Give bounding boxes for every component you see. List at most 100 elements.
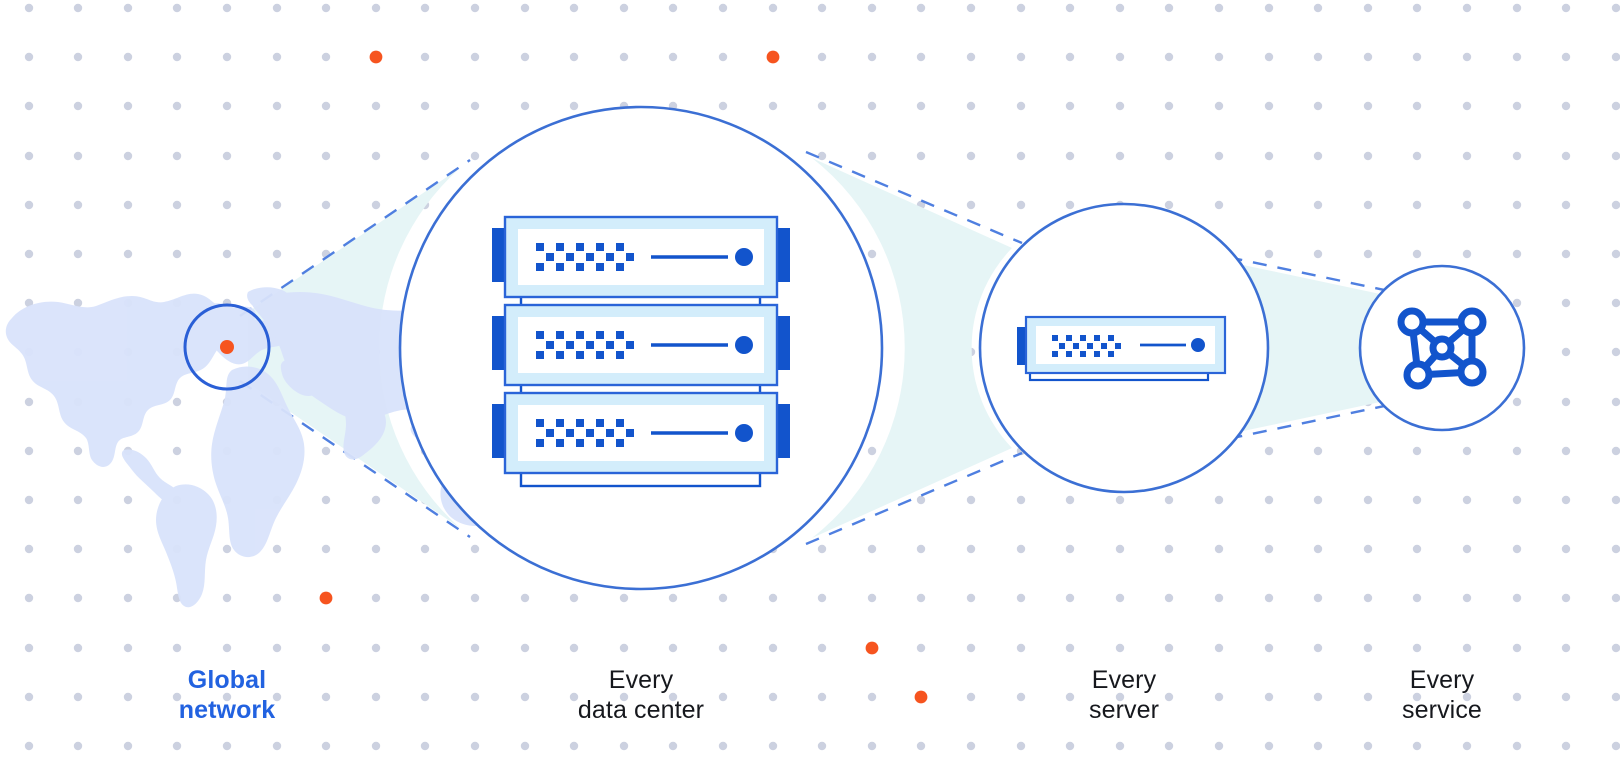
grid-dot — [1264, 52, 1274, 62]
grid-dot — [1412, 741, 1422, 751]
grid-dot — [371, 544, 381, 554]
grid-dot — [867, 544, 877, 554]
grid-dot — [1412, 249, 1422, 259]
grid-dot — [1462, 200, 1472, 210]
grid-dot — [718, 643, 728, 653]
grid-dot — [520, 741, 530, 751]
grid-dot — [1512, 200, 1522, 210]
grid-dot — [321, 446, 331, 456]
grid-dot — [569, 593, 579, 603]
grid-dot — [172, 52, 182, 62]
grid-dot — [1214, 52, 1224, 62]
grid-dot — [222, 101, 232, 111]
grid-dot — [321, 544, 331, 554]
grid-dot — [1016, 200, 1026, 210]
grid-dot — [420, 3, 430, 13]
grid-dot — [172, 249, 182, 259]
grid-dot — [768, 593, 778, 603]
grid-dot — [668, 52, 678, 62]
grid-dot — [1561, 446, 1571, 456]
grid-dot — [371, 593, 381, 603]
grid-dot — [1016, 101, 1026, 111]
grid-dot — [24, 741, 34, 751]
grid-dot — [966, 495, 976, 505]
grid-dot — [1214, 741, 1224, 751]
server-rack-icon — [492, 215, 790, 488]
server-unit-icon — [1017, 315, 1227, 382]
grid-dot — [1065, 52, 1075, 62]
grid-dot — [1462, 692, 1472, 702]
grid-dot — [1462, 101, 1472, 111]
grid-dot — [569, 3, 579, 13]
grid-dot — [470, 643, 480, 653]
grid-dot — [1512, 52, 1522, 62]
grid-dot — [569, 52, 579, 62]
map-location-marker — [220, 340, 234, 354]
grid-dot — [1412, 495, 1422, 505]
grid-dot — [966, 544, 976, 554]
grid-dot — [619, 3, 629, 13]
grid-dot — [1412, 101, 1422, 111]
grid-dot — [1065, 741, 1075, 751]
grid-dot — [1462, 643, 1472, 653]
grid-dot — [371, 692, 381, 702]
label-data-center: Every data center — [577, 666, 705, 724]
grid-dot — [24, 52, 34, 62]
grid-dot — [272, 249, 282, 259]
grid-dot — [1313, 741, 1323, 751]
grid-dot — [1164, 741, 1174, 751]
grid-dot — [1264, 593, 1274, 603]
grid-dot — [1412, 593, 1422, 603]
grid-dot — [619, 52, 629, 62]
network-graph-nodes — [1397, 307, 1487, 390]
grid-dot — [1164, 593, 1174, 603]
grid-dot — [1363, 593, 1373, 603]
grid-dot — [1264, 101, 1274, 111]
grid-dot — [1115, 643, 1125, 653]
grid-dot — [420, 52, 430, 62]
grid-dot — [1561, 249, 1571, 259]
grid-dot — [1611, 692, 1620, 702]
grid-dot — [1363, 249, 1373, 259]
grid-dot — [966, 3, 976, 13]
grid-dot — [1115, 3, 1125, 13]
grid-dot — [1115, 495, 1125, 505]
grid-dot — [172, 151, 182, 161]
grid-dot — [24, 446, 34, 456]
dashed-line-top — [239, 159, 471, 317]
grid-dot — [1512, 249, 1522, 259]
grid-dot — [1363, 643, 1373, 653]
grid-dot — [867, 249, 877, 259]
grid-dot — [222, 593, 232, 603]
grid-dot — [73, 544, 83, 554]
grid-dot — [73, 3, 83, 13]
grid-dot — [916, 101, 926, 111]
grid-dot — [1412, 151, 1422, 161]
grid-dot — [718, 593, 728, 603]
grid-dot — [420, 593, 430, 603]
grid-dot — [1412, 692, 1422, 702]
grid-dot — [718, 52, 728, 62]
grid-dot — [1065, 495, 1075, 505]
grid-dot — [1611, 151, 1620, 161]
grid-dot — [867, 151, 877, 161]
grid-dot — [272, 52, 282, 62]
grid-dot — [1313, 593, 1323, 603]
grid-dot — [1065, 544, 1075, 554]
grid-dot — [1016, 593, 1026, 603]
grid-dot — [24, 643, 34, 653]
grid-dot — [1611, 495, 1620, 505]
grid-dot — [718, 741, 728, 751]
grid-dot — [1313, 101, 1323, 111]
grid-dot — [1561, 298, 1571, 308]
server-unit — [492, 303, 790, 387]
grid-dot — [470, 692, 480, 702]
grid-dot — [24, 692, 34, 702]
grid-dot — [123, 3, 133, 13]
grid-dot — [867, 692, 877, 702]
grid-dot — [1363, 101, 1373, 111]
grid-dot — [1264, 741, 1274, 751]
grid-dot — [172, 692, 182, 702]
grid-dot — [1363, 151, 1373, 161]
grid-dot — [1214, 593, 1224, 603]
